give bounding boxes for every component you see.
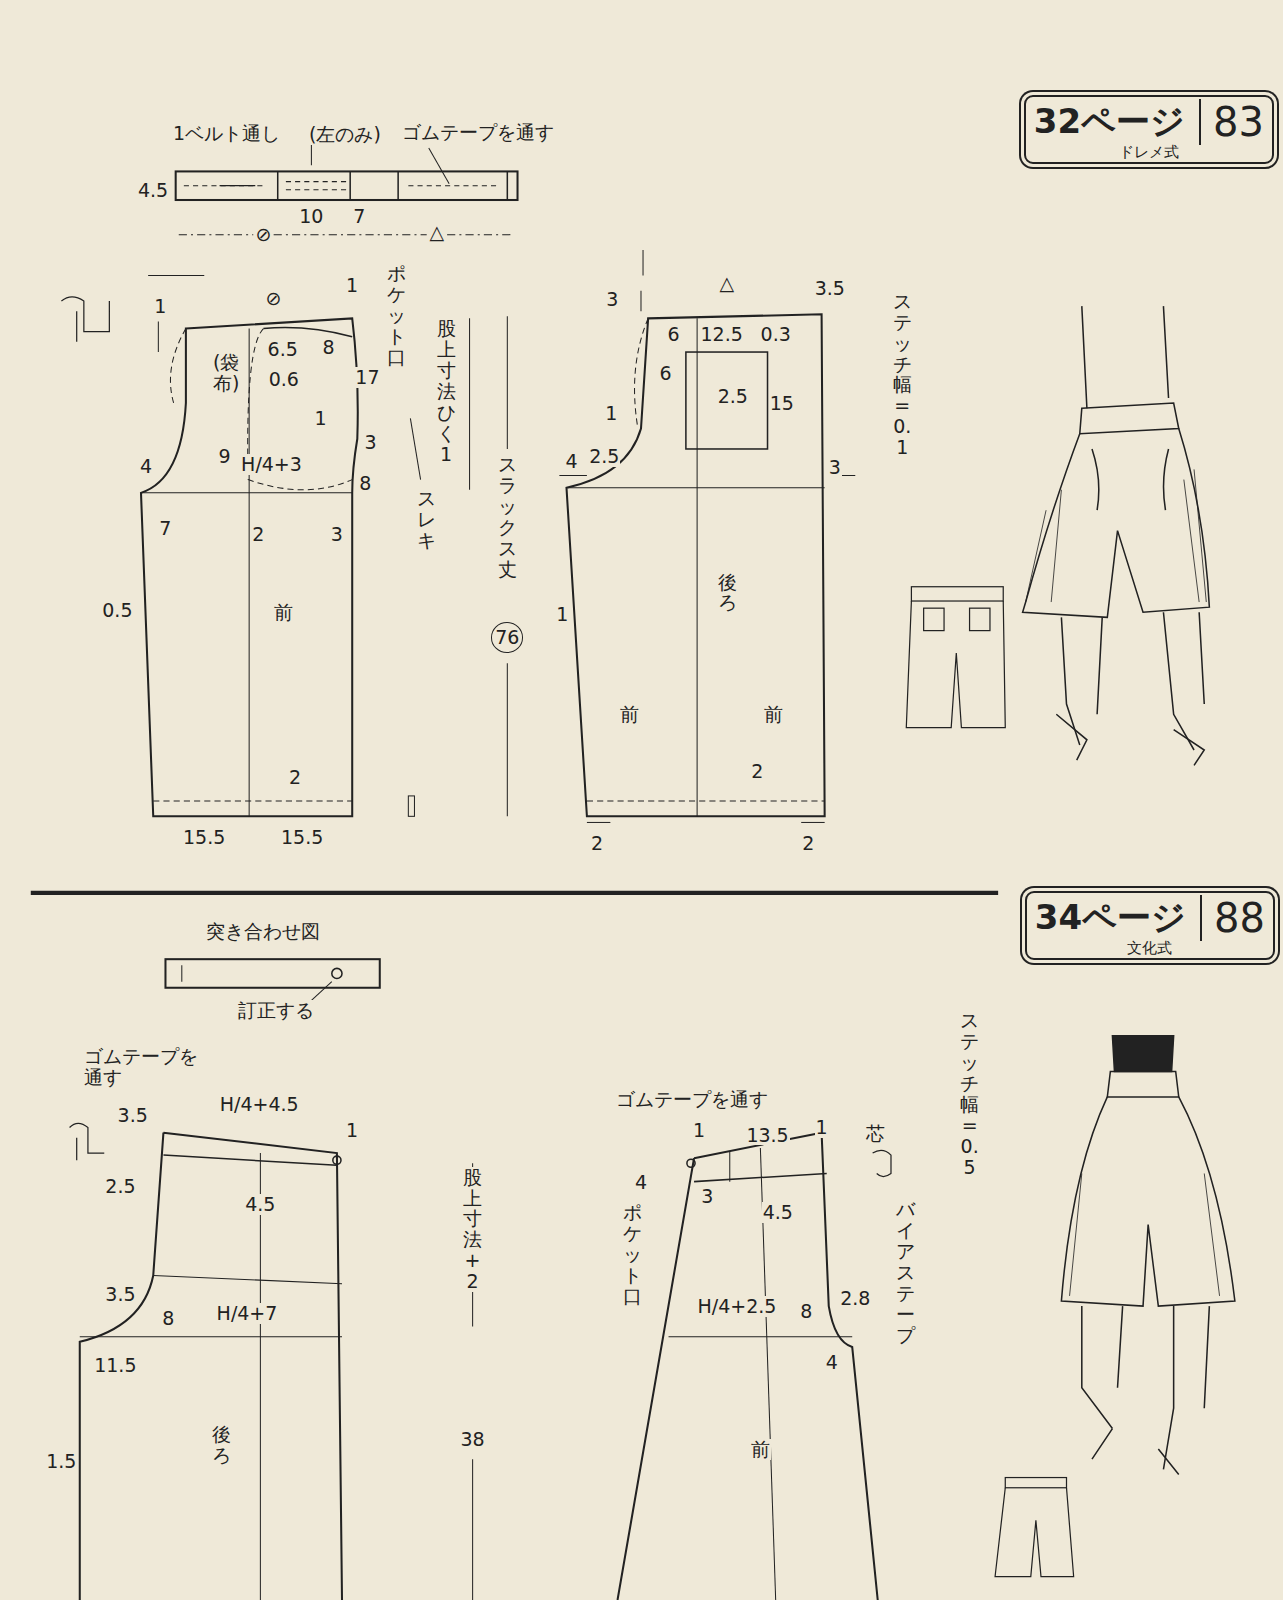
dimension-label: 15.5	[182, 827, 226, 848]
vertical-note: ポケット口	[622, 1202, 643, 1306]
dimension-label: 1	[345, 1120, 359, 1141]
badge-row: 32ページ 83	[1034, 99, 1264, 145]
dimension-label: 2.5	[104, 1176, 136, 1197]
dimension-label: 0.5	[101, 600, 133, 621]
page-number: 83	[1199, 99, 1264, 145]
dimension-label: 1	[815, 1117, 829, 1138]
dimension-label: 前	[273, 602, 294, 623]
vertical-note: スラックス丈	[497, 454, 518, 579]
vertical-note: バイアステープ	[895, 1199, 916, 1345]
dimension-label: 2.5	[717, 386, 749, 407]
dimension-label: 前	[619, 704, 640, 725]
dimension-label: 6.5	[267, 339, 299, 360]
dimension-label: ゴムテープを 通す	[83, 1046, 203, 1088]
dimension-label: 7	[158, 518, 172, 539]
dimension-label: 2	[801, 833, 815, 854]
badge-row: 34ページ 88	[1035, 895, 1265, 941]
dimension-label: 3	[363, 432, 377, 453]
page-number: 34ページ	[1035, 895, 1186, 941]
method-name: ドレメ式	[1119, 143, 1179, 162]
page-badge: 34ページ 88 文化式	[1025, 891, 1275, 960]
dimension-label: 4	[825, 1352, 839, 1373]
dimension-label: 13.5	[745, 1125, 789, 1146]
dimension-label: 4	[565, 451, 579, 472]
vertical-note: 後ろ	[211, 1424, 232, 1466]
vertical-note: ステッチ幅=0.5	[959, 1010, 980, 1177]
dimension-label: 2	[590, 833, 604, 854]
dimension-label: 15.5	[280, 827, 324, 848]
dimension-label: ⊘	[254, 224, 272, 245]
page-number: 88	[1200, 895, 1265, 941]
vertical-note: ポケット口	[386, 263, 407, 367]
dimension-label: 8	[799, 1301, 813, 1322]
dimension-label: 2.5	[588, 446, 620, 467]
dimension-label: 1	[313, 408, 327, 429]
dimension-label: 12.5	[699, 324, 743, 345]
dimension-label: 6	[667, 324, 681, 345]
page-number: 32ページ	[1034, 99, 1185, 145]
dimension-label: 1	[692, 1120, 706, 1141]
dimension-label: 前	[763, 704, 784, 725]
dimension-label: △	[718, 273, 735, 294]
dimension-label: 1	[345, 275, 359, 296]
dimension-label: 3	[828, 457, 842, 478]
dimension-label: 11.5	[93, 1355, 137, 1376]
dimension-label: 9	[218, 446, 232, 467]
dimension-label: 76	[491, 622, 523, 653]
dimension-label: 0.3	[760, 324, 792, 345]
dimension-label: 3	[700, 1186, 714, 1207]
dimension-label: 8	[161, 1308, 175, 1329]
dimension-label: ⊘	[265, 288, 283, 309]
dimension-label: 6	[658, 363, 672, 384]
dimension-label: 4.5	[244, 1194, 276, 1215]
dimension-label: 2	[251, 524, 265, 545]
dimension-label: 芯	[865, 1123, 886, 1144]
dimension-label: (左のみ)	[308, 124, 382, 145]
dimension-label: 1ベルト通し	[172, 123, 281, 144]
dimension-label: 突き合わせ図	[205, 921, 321, 942]
dimension-label: 1	[604, 403, 618, 424]
dimension-label: 4	[634, 1172, 648, 1193]
dimension-label: 訂正する	[237, 1000, 315, 1021]
dimension-label: ゴムテープを通す	[615, 1089, 769, 1110]
dimension-label: 前	[750, 1439, 771, 1460]
dimension-label: 8	[322, 337, 336, 358]
dimension-label: H/4+3	[240, 454, 303, 475]
dimension-label: △	[429, 222, 446, 243]
dimension-label: H/4+4.5	[219, 1094, 300, 1115]
dimension-label: 2	[288, 767, 302, 788]
vertical-note: 後ろ	[717, 572, 738, 614]
method-name: 文化式	[1127, 939, 1172, 958]
dimension-label: 7	[352, 206, 366, 227]
page-badge: 32ページ 83 ドレメ式	[1024, 95, 1274, 164]
vertical-note: 股上寸法ひく1	[436, 318, 457, 464]
vertical-note: ステッチ幅=0.1	[892, 291, 913, 458]
dimension-label: 15	[769, 393, 795, 414]
dimension-label: 3.5	[117, 1105, 149, 1126]
dimension-label: 10	[298, 206, 324, 227]
dimension-label: 2	[750, 761, 764, 782]
dimension-label: 3	[330, 524, 344, 545]
dimension-label: 0.6	[268, 369, 300, 390]
vertical-note: (袋布)	[212, 352, 233, 394]
dimension-label: 38	[459, 1429, 485, 1450]
vertical-note: 股上寸法+2	[462, 1167, 483, 1292]
dimension-label: H/4+2.5	[696, 1296, 777, 1317]
dimension-label: 4	[139, 456, 153, 477]
dimension-label: 3.5	[104, 1284, 136, 1305]
vertical-note: スレキ	[416, 488, 437, 551]
dimension-label: H/4+7	[216, 1303, 279, 1324]
dimension-label: 4.5	[762, 1202, 794, 1223]
dimension-label: 1	[555, 604, 569, 625]
dimension-label: 1.5	[45, 1451, 77, 1472]
dimension-label: 4.5	[137, 180, 169, 201]
dimension-label: 17	[354, 367, 380, 388]
dimension-label: 3.5	[814, 278, 846, 299]
dimension-label: ゴムテープを通す	[401, 122, 555, 143]
dimension-label: 2.8	[839, 1288, 871, 1309]
dimension-label: 1	[153, 296, 167, 317]
dimension-label: 3	[605, 289, 619, 310]
dimension-label: 8	[358, 473, 372, 494]
